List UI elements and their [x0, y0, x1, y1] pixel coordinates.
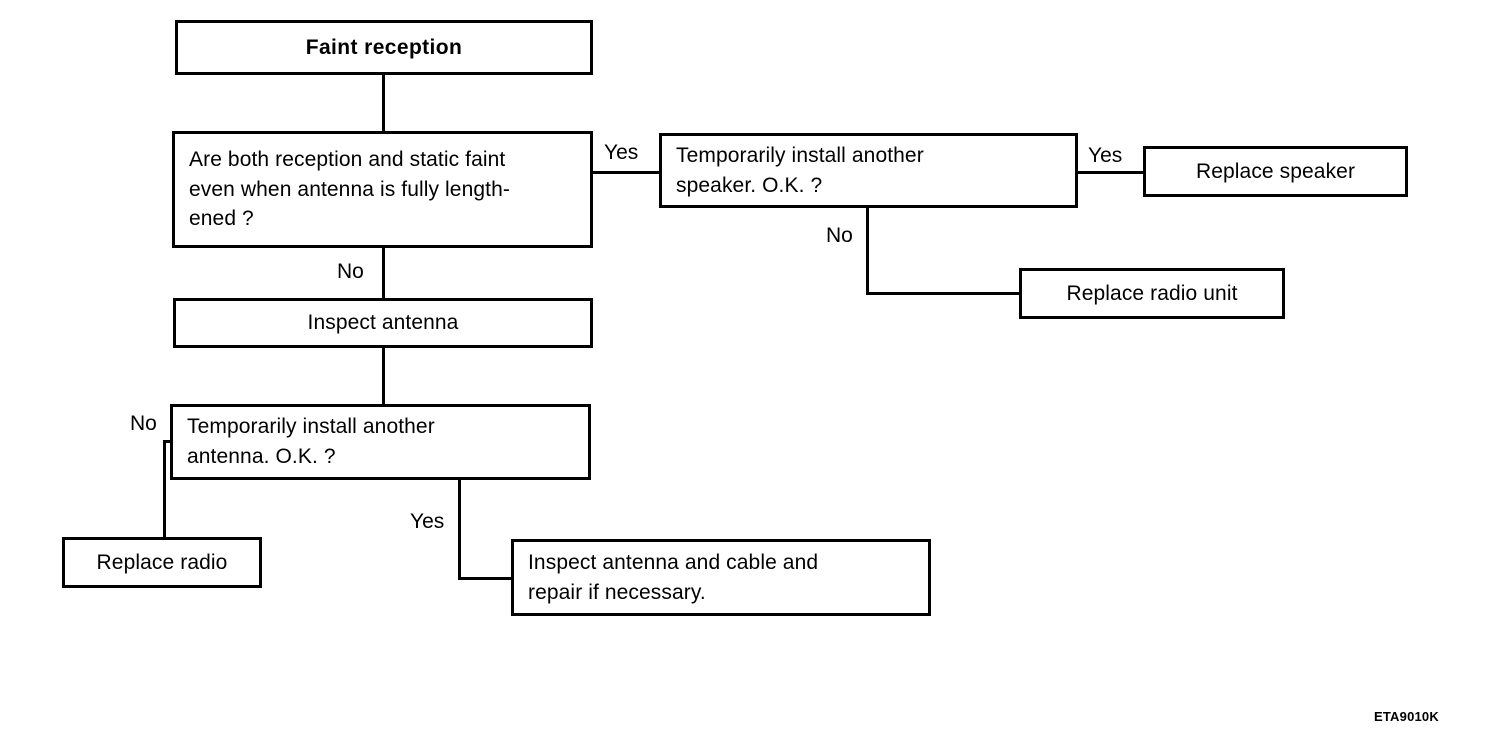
node-another-speaker-question-label: Temporarily install another speaker. O.K… — [676, 143, 924, 197]
node-inspect-cable: Inspect antenna and cable and repair if … — [511, 539, 931, 616]
node-replace-radio-label: Replace radio — [96, 550, 228, 574]
edge-label-decision-yes: Yes — [604, 141, 639, 164]
node-inspect-antenna-label: Inspect antenna — [307, 311, 459, 335]
connector-antenna-no-vertical — [163, 440, 166, 539]
node-another-speaker-question: Temporarily install another speaker. O.K… — [659, 133, 1078, 208]
figure-id: ETA9010K — [1374, 709, 1439, 724]
connector-speaker-no-vertical — [866, 206, 869, 295]
node-another-antenna-question: Temporarily install another antenna. O.K… — [170, 404, 591, 480]
connector-antenna-yes-horizontal — [458, 577, 514, 580]
connector-faint-to-decision — [382, 73, 385, 133]
connector-decision-no-to-inspect — [382, 246, 385, 300]
node-inspect-cable-label: Inspect antenna and cable and repair if … — [528, 550, 819, 604]
node-replace-radio-unit: Replace radio unit — [1019, 268, 1285, 319]
connector-speaker-yes-to-replace-speaker — [1076, 171, 1145, 174]
node-replace-radio: Replace radio — [62, 537, 262, 588]
edge-label-antenna-no: No — [130, 412, 157, 435]
node-faint-reception: Faint reception — [175, 20, 593, 75]
node-faint-reception-label: Faint reception — [305, 35, 463, 59]
node-replace-radio-unit-label: Replace radio unit — [1066, 281, 1238, 305]
connector-antenna-no-horizontal — [163, 440, 173, 443]
node-both-faint-question: Are both reception and static faint even… — [172, 131, 593, 248]
connector-antenna-yes-vertical — [458, 478, 461, 580]
node-replace-speaker: Replace speaker — [1143, 146, 1408, 197]
edge-label-decision-no: No — [337, 260, 364, 283]
connector-speaker-no-horizontal — [866, 292, 1022, 295]
edge-label-speaker-no: No — [826, 224, 853, 247]
edge-label-speaker-yes: Yes — [1088, 144, 1123, 167]
node-another-antenna-question-label: Temporarily install another antenna. O.K… — [187, 415, 435, 468]
connector-decision-yes-to-speaker — [592, 171, 662, 174]
node-both-faint-question-label: Are both reception and static faint even… — [189, 147, 510, 231]
edge-label-antenna-yes: Yes — [410, 510, 445, 533]
connector-inspect-to-another-antenna — [382, 346, 385, 405]
node-replace-speaker-label: Replace speaker — [1195, 159, 1356, 183]
node-inspect-antenna: Inspect antenna — [173, 298, 593, 348]
